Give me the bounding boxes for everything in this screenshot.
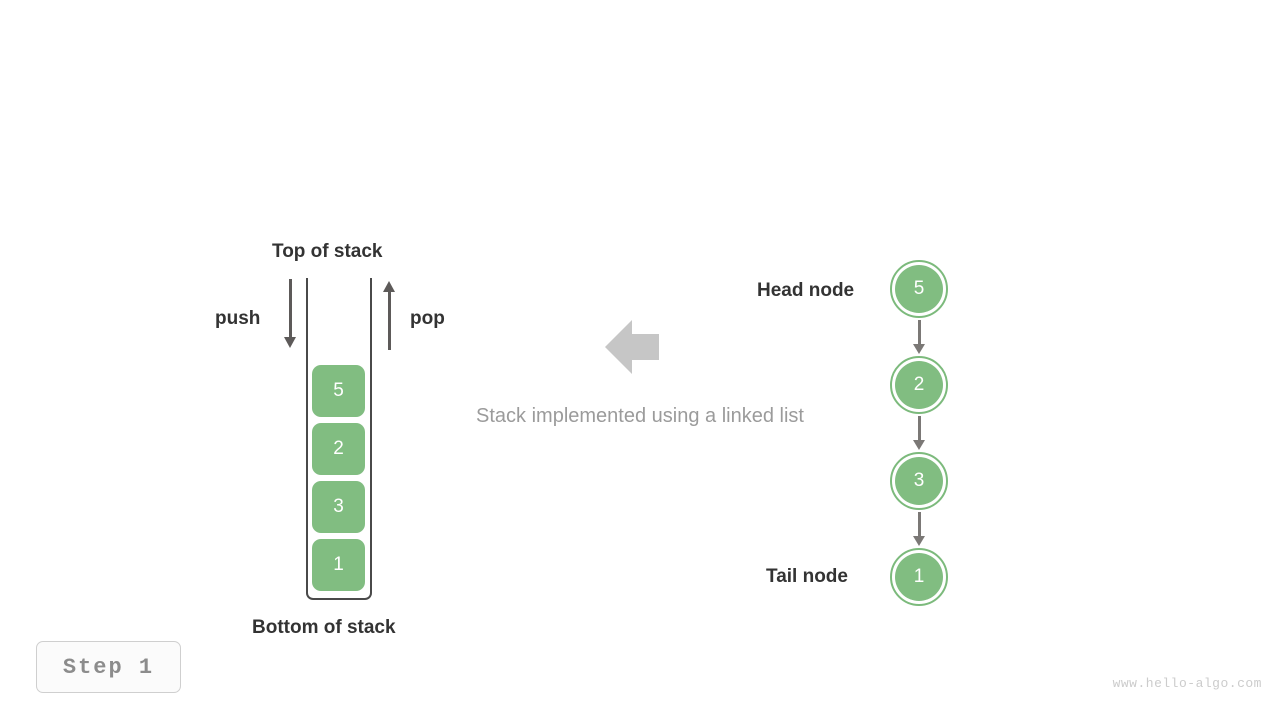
push-label: push	[215, 308, 261, 329]
head-node-label: Head node	[757, 280, 855, 301]
pop-arrow-shaft	[388, 291, 391, 350]
linked-list-node: 5	[890, 260, 948, 318]
top-of-stack-label: Top of stack	[272, 241, 383, 262]
link-shaft	[918, 512, 921, 536]
link-head	[913, 344, 925, 354]
linked-list-link-arrow	[913, 512, 926, 546]
linked-list-node-value: 1	[895, 553, 943, 601]
stack-cell: 2	[312, 423, 365, 475]
stack-cell: 3	[312, 481, 365, 533]
stack-cell: 1	[312, 539, 365, 591]
linked-list-node: 3	[890, 452, 948, 510]
pop-label: pop	[410, 308, 445, 329]
linked-list-node-value: 3	[895, 457, 943, 505]
push-arrow-head	[284, 337, 296, 348]
watermark: www.hello-algo.com	[1112, 676, 1262, 691]
linked-list-link-arrow	[913, 416, 926, 450]
linked-list-link-arrow	[913, 320, 926, 354]
tail-node-label: Tail node	[766, 566, 848, 587]
link-head	[913, 536, 925, 546]
stack-container	[306, 278, 372, 600]
linked-list-node-value: 2	[895, 361, 943, 409]
push-arrow-shaft	[289, 279, 292, 339]
left-arrow-icon	[603, 318, 661, 381]
linked-list-node: 1	[890, 548, 948, 606]
bottom-of-stack-label: Bottom of stack	[252, 617, 396, 638]
link-shaft	[918, 416, 921, 440]
diagram-caption: Stack implemented using a linked list	[476, 405, 804, 427]
pop-arrow-head	[383, 281, 395, 292]
link-shaft	[918, 320, 921, 344]
link-head	[913, 440, 925, 450]
linked-list-node-value: 5	[895, 265, 943, 313]
stack-cell: 5	[312, 365, 365, 417]
linked-list-node: 2	[890, 356, 948, 414]
step-badge: Step 1	[36, 641, 181, 693]
